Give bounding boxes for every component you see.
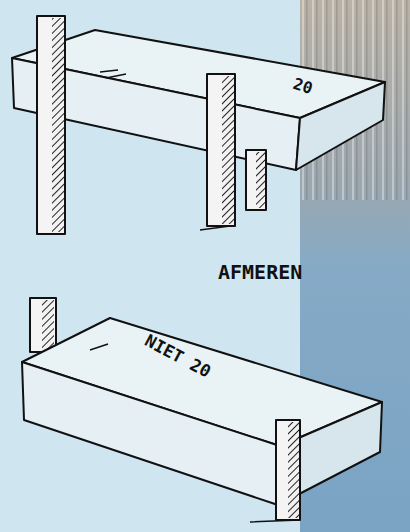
handwritten-label: AFMEREN bbox=[218, 262, 302, 282]
